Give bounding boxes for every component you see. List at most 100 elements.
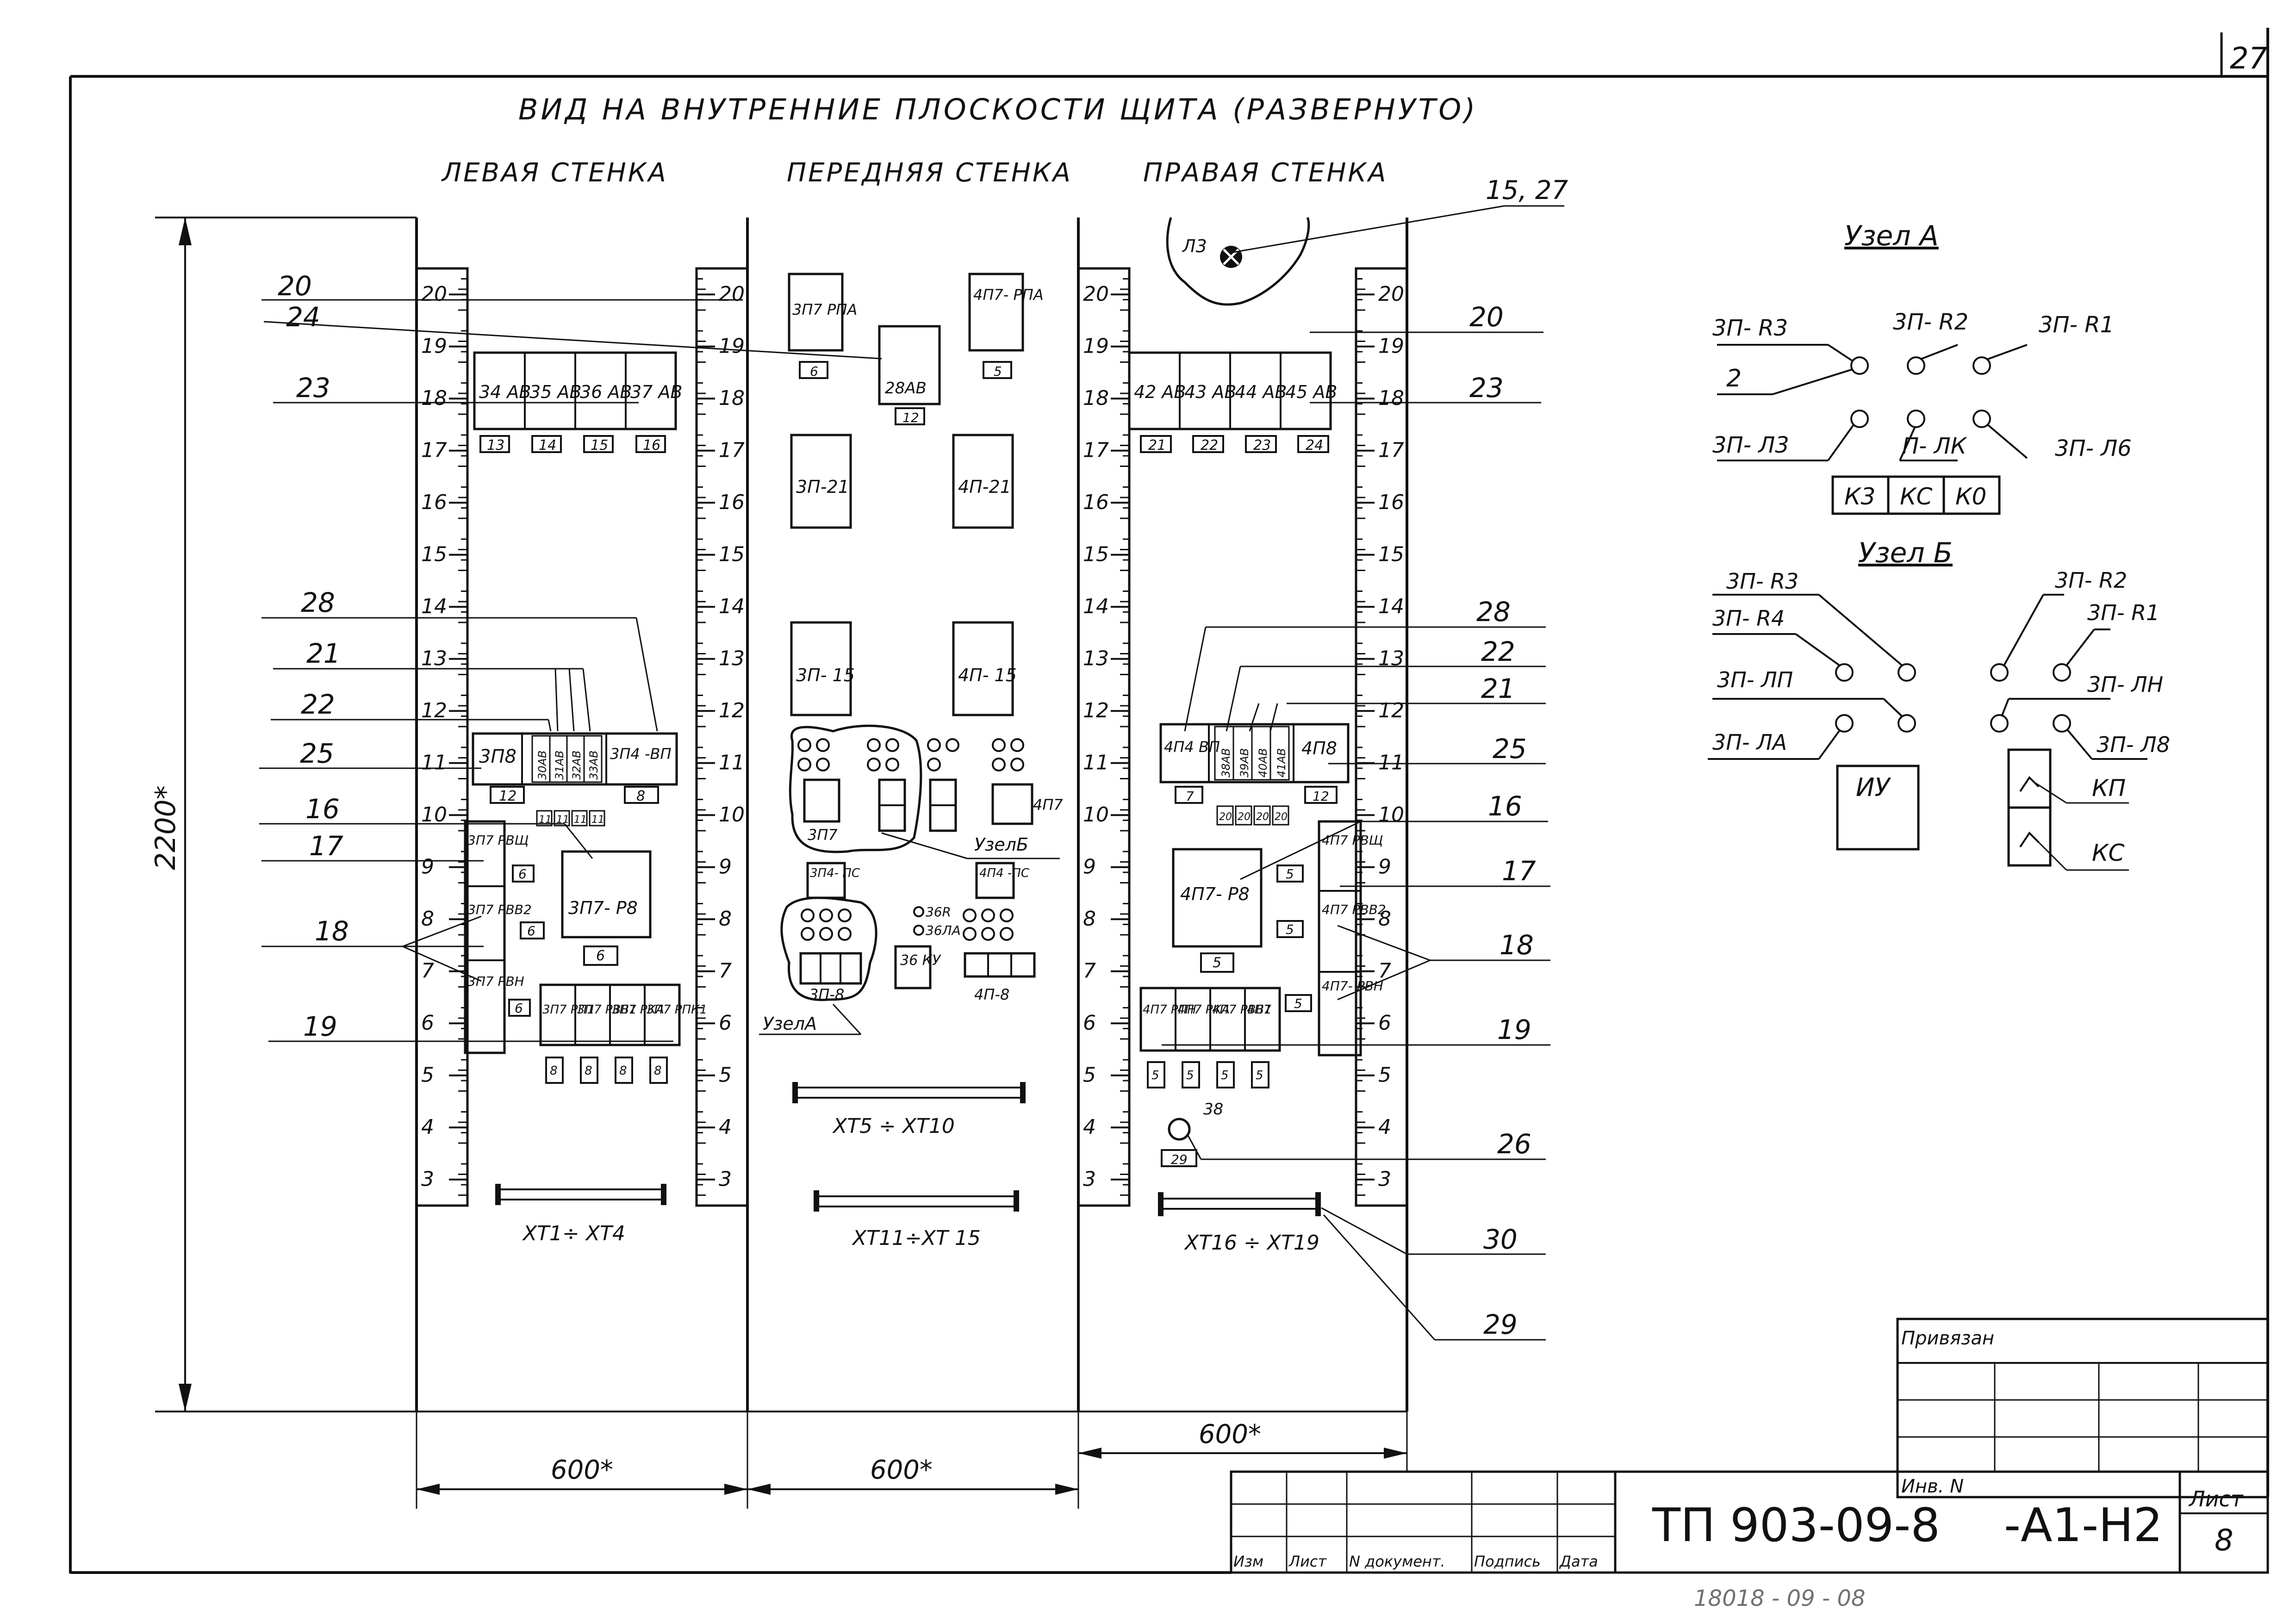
- device-3p4-vp: 3П4 -ВП: [610, 745, 672, 763]
- left-breaker-label: 34 АВ: [479, 382, 531, 402]
- position-tag: 6: [596, 948, 605, 964]
- rail-number: 5: [1378, 1063, 1391, 1087]
- rail-number: 12: [421, 699, 447, 722]
- position-tag: 20: [1219, 811, 1232, 823]
- position-tag: 6: [515, 1001, 523, 1016]
- front-36r: 36R: [926, 904, 951, 920]
- left-breaker-label: 37 АВ: [630, 382, 683, 402]
- terminal-label-front-1: ХТ5 ÷ ХТ10: [832, 1114, 955, 1138]
- small-breakers-left: 30АВ 31АВ 32АВ 33АВ: [531, 735, 603, 783]
- callout-label: 23: [1469, 372, 1504, 404]
- rail-number: 13: [1083, 647, 1109, 670]
- rail-number: 7: [1083, 959, 1096, 983]
- detail-uzel-b: Узел Б 3П- R3 3П- R4 3П- ЛП 3П- ЛА 3П- R…: [1708, 537, 2170, 871]
- rail-number: 8: [421, 907, 434, 931]
- uzel-b-label: 3П- ЛП: [1717, 667, 1793, 692]
- rail-number: 15: [1083, 542, 1109, 566]
- position-tag: 13: [487, 437, 504, 454]
- rail-number: 7: [421, 959, 434, 983]
- callout-label: 22: [1481, 636, 1515, 667]
- rail-number: 8: [1378, 907, 1391, 931]
- small-breakers-right: 38АВ 39АВ 40АВ 41АВ: [1214, 726, 1290, 781]
- rail-number: 17: [1083, 438, 1109, 462]
- position-tag: 5: [1213, 955, 1221, 971]
- small-breaker-label: 38АВ: [1220, 748, 1232, 777]
- revision-column: Дата: [1559, 1553, 1598, 1570]
- din-rails: 2019181716151413121110987654320191817161…: [415, 267, 1408, 1207]
- rail-number: 16: [1378, 491, 1404, 514]
- rail-number: 19: [719, 334, 745, 358]
- uzel-a-label: 3П- Л3: [1712, 432, 1789, 458]
- right-breaker-label: 43 АВ: [1184, 382, 1237, 402]
- rail-number: 10: [421, 803, 447, 827]
- relay-label-right: 4П7: [1247, 1003, 1271, 1017]
- rail-number: 6: [1083, 1011, 1096, 1035]
- rail-number: 14: [421, 595, 447, 618]
- rail-number: 4: [421, 1115, 434, 1139]
- inv-label: Инв. N: [1901, 1476, 1964, 1497]
- rail-number: 6: [719, 1011, 732, 1035]
- position-tag: 29: [1171, 1152, 1188, 1167]
- width-dim-front: 600*: [870, 1455, 933, 1485]
- uzel-a-title: Узел А: [1844, 220, 1939, 252]
- terminal-block-left: [495, 1184, 666, 1205]
- rail-number: 12: [1378, 699, 1404, 722]
- rail-number: 20: [1083, 282, 1109, 306]
- footer-number: 18018 - 09 - 08: [1694, 1586, 1866, 1611]
- small-breaker-label: 30АВ: [536, 751, 549, 780]
- relay-label-left: 3П7 РКА: [612, 1003, 664, 1017]
- rail-number: 11: [421, 751, 447, 774]
- callout-label: 17: [1502, 855, 1536, 887]
- relay-rvv2-right: 4П7 РВВ2: [1322, 902, 1386, 917]
- rail-number: 14: [1378, 595, 1404, 618]
- uzel-b-title: Узел Б: [1858, 537, 1953, 569]
- right-breaker-label: 44 АВ: [1235, 382, 1287, 402]
- left-breaker-label: 35 АВ: [529, 382, 582, 402]
- ref-uzel-a: УзелА: [763, 1014, 817, 1034]
- revision-column: Изм: [1233, 1553, 1263, 1570]
- callout-labels-right: 15, 27 20 23 28 22 21 25 16 17 18 19 26 …: [1469, 175, 1568, 1340]
- rail-number: 12: [719, 699, 745, 722]
- ref-uzel-b: УзелБ: [974, 834, 1028, 855]
- relay-rvn-left: 3П7 РВН: [467, 974, 524, 989]
- left-breaker-labels: 34 АВ 35 АВ 36 АВ 37 АВ: [479, 382, 683, 402]
- callout-label: 19: [1497, 1014, 1531, 1045]
- rail-number: 7: [719, 959, 732, 983]
- uzel-b-label: 3П- ЛН: [2087, 672, 2163, 697]
- relay-3p7-p8: 3П7- Р8: [568, 898, 638, 918]
- relay-rvv2-left: 3П7 РВВ2: [467, 902, 532, 917]
- right-breaker-tags: 21 22 23 24: [1140, 435, 1329, 454]
- device-3p8: 3П8: [479, 746, 516, 767]
- device-4p-15: 4П- 15: [958, 665, 1017, 685]
- position-tag: 5: [994, 364, 1002, 379]
- position-tag: 8: [585, 1064, 592, 1078]
- position-tag: 16: [643, 437, 660, 454]
- uzel-b-label: 3П- R1: [2087, 600, 2159, 625]
- callout-label: 19: [303, 1011, 337, 1042]
- callout-label: 17: [309, 830, 343, 862]
- rail-number: 17: [1378, 438, 1404, 462]
- right-breaker-label: 42 АВ: [1134, 382, 1186, 402]
- relay-label-left: 3П7 РП1: [542, 1003, 595, 1017]
- rail-number: 14: [719, 595, 745, 618]
- rail-number: 9: [1083, 855, 1096, 878]
- rail-number: 20: [719, 282, 745, 306]
- lamp-cluster-front-lower: [801, 906, 1014, 941]
- rail-number: 19: [421, 334, 447, 358]
- small-breaker-label: 31АВ: [553, 751, 566, 780]
- document-designation: ТП 903-09-8: [1652, 1498, 1940, 1552]
- device-4p-8: 4П-8: [974, 986, 1009, 1003]
- position-tag: 8: [654, 1064, 662, 1078]
- callout-label: 25: [300, 738, 334, 769]
- uzel-b-label: 3П- R4: [1712, 606, 1785, 631]
- lamp-l3: Л3: [1182, 236, 1207, 256]
- front-label-4p7: 4П7: [1033, 796, 1063, 814]
- rail-number: 13: [719, 647, 745, 670]
- relay-label-right: 4П7 РКА: [1177, 1003, 1230, 1017]
- uzel-b-switch: КС: [2092, 839, 2124, 866]
- position-tag: 12: [499, 788, 516, 804]
- position-tag: 6: [810, 364, 818, 379]
- callout-label: 18: [315, 915, 349, 947]
- relay-rvsh-left: 3П7 РВЩ: [467, 833, 529, 848]
